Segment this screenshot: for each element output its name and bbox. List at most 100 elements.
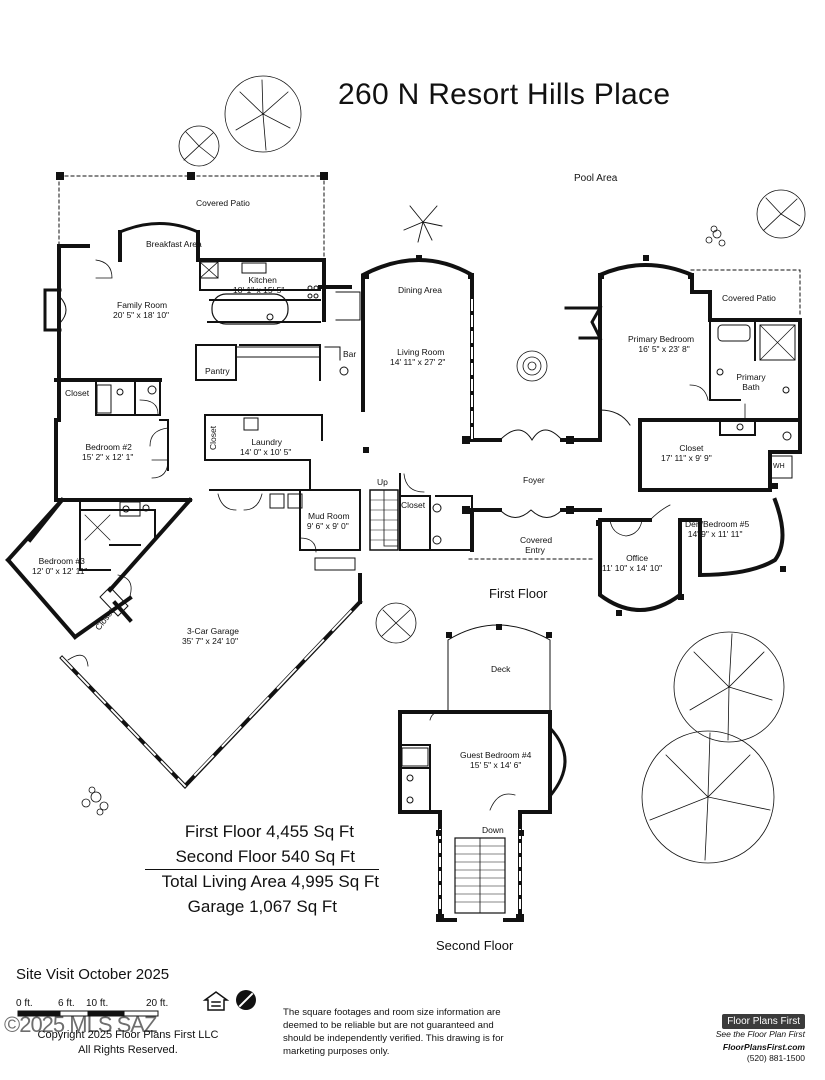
room-label-laundry: Laundry 14' 0" x 10' 5"	[240, 437, 292, 457]
room-label-primary-bath: Primary Bath	[736, 372, 766, 392]
copyright: Copyright 2025 Floor Plans First LLC All…	[8, 1028, 248, 1058]
room-label-guest-bedroom-4: Guest Bedroom #4 15' 5" x 14' 6"	[460, 750, 531, 770]
brand-site: FloorPlansFirst.com	[722, 1042, 805, 1052]
equal-housing-icon	[202, 991, 230, 1011]
room-label-breakfast-area: Breakfast Area	[146, 239, 202, 249]
room-dims: 15' 2" x 12' 1"	[82, 452, 134, 462]
summary-second-floor: Second Floor 540 Sq Ft	[175, 847, 355, 866]
shrub-icon	[81, 786, 109, 816]
room-dims: 35' 7" x 24' 10"	[181, 636, 239, 646]
room-dims: 12' 0" x 12' 11"	[32, 566, 88, 576]
summary-garage: Garage 1,067 Sq Ft	[187, 897, 337, 916]
room-label-kitchen: Kitchen 18' 1" x 15' 5"	[233, 275, 284, 295]
first-floor-label: First Floor	[489, 586, 548, 601]
disclaimer: The square footages and room size inform…	[283, 1007, 504, 1057]
primary-bedroom-bay-wall	[598, 263, 694, 402]
copyright-line: All Rights Reserved.	[78, 1044, 178, 1056]
room-label-garage: 3-Car Garage 35' 7" x 24' 10"	[182, 626, 239, 646]
bedroom-3-wall	[5, 557, 78, 640]
shrub-icon	[705, 225, 726, 247]
room-name: Living Room	[397, 347, 445, 357]
room-label-closet: Closet	[208, 425, 218, 450]
room-label-family-room: Family Room 20' 5" x 18' 10"	[113, 300, 170, 320]
stairs-up-label: Up	[377, 477, 388, 487]
room-label-bedroom-2: Bedroom #2 15' 2" x 12' 1"	[82, 442, 134, 462]
room-dims: 16' 5" x 23' 8"	[638, 344, 690, 354]
room-dims: 14' 11" x 27' 2"	[390, 357, 446, 367]
room-name: Bedroom #2	[85, 442, 132, 452]
room-dims: 14' 9" x 11' 11"	[687, 529, 743, 539]
fountain-icon	[516, 350, 548, 382]
second-floor-label: Second Floor	[436, 938, 514, 953]
room-label-bedroom-3: Bedroom #3 12' 0" x 12' 11"	[32, 556, 87, 576]
stairs-down-label: Down	[482, 825, 504, 835]
room-label-closet: Closet	[65, 388, 90, 398]
scale-bar	[17, 1010, 159, 1017]
room-label-covered-patio: Covered Patio	[196, 198, 250, 208]
water-heater-label: WH	[773, 463, 785, 470]
mls-watermark: ©2025 MLS SAZ	[4, 1012, 157, 1037]
room-label-closet-east: Closet 17' 11" x 9' 9"	[661, 443, 712, 463]
kitchen-island	[211, 293, 289, 325]
accessibility-icon	[236, 990, 256, 1010]
scale-6-label: 6 ft.	[58, 998, 75, 1009]
room-name: Office	[626, 553, 649, 563]
copyright-line: Copyright 2025 Floor Plans First LLC	[37, 1029, 219, 1041]
room-name: Den/Bedroom #5	[685, 519, 750, 529]
room-label-pantry: Pantry	[205, 366, 230, 376]
site-visit-label: Site Visit October 2025	[16, 966, 170, 983]
tree-icon	[641, 730, 775, 864]
guest-bedroom-wall	[398, 710, 552, 814]
tree-icon	[375, 602, 417, 644]
summary-total: Total Living Area 4,995 Sq Ft	[161, 872, 379, 891]
room-label-mud-room: Mud Room 9' 6" x 9' 0"	[306, 511, 350, 531]
room-dims: 9' 6" x 9' 0"	[306, 521, 349, 531]
room-name: Bedroom #3	[38, 556, 85, 566]
room-name: 3-Car Garage	[187, 626, 239, 636]
brand-tagline: See the Floor Plan First	[715, 1029, 805, 1039]
room-name: Mud Room	[308, 511, 350, 521]
room-label-den: Den/Bedroom #5 14' 9" x 11' 11"	[685, 519, 749, 539]
room-name: Guest Bedroom #4	[460, 750, 532, 760]
tree-icon	[756, 189, 806, 239]
scale-0-label: 0 ft.	[16, 998, 33, 1009]
room-name: Primary Bedroom	[628, 334, 695, 344]
room-dims: 11' 10" x 14' 10"	[602, 563, 663, 573]
room-label-bar: Bar	[343, 349, 357, 359]
summary-first-floor: First Floor 4,455 Sq Ft	[184, 822, 354, 841]
fireplace-icon	[564, 306, 603, 340]
room-dims: 18' 1" x 15' 5"	[233, 285, 285, 295]
scale-10-label: 10 ft.	[86, 998, 109, 1009]
room-name: Family Room	[117, 300, 168, 310]
room-label-covered-entry: Covered Entry	[520, 535, 553, 555]
brand-phone: (520) 881-1500	[746, 1053, 805, 1063]
room-label-closet: Closet	[401, 500, 426, 510]
plant-icon	[403, 205, 443, 243]
room-dims: 20' 5" x 18' 10"	[113, 310, 170, 320]
room-label-deck: Deck	[491, 664, 511, 674]
summary-divider	[145, 869, 379, 870]
tree-icon	[224, 75, 302, 153]
room-dims: 14' 0" x 10' 5"	[240, 447, 292, 457]
plan-title: 260 N Resort Hills Place	[338, 78, 671, 111]
room-label-primary-bedroom: Primary Bedroom 16' 5" x 23' 8"	[628, 334, 694, 354]
room-dims: 15' 5" x 14' 6"	[470, 760, 522, 770]
room-label-office: Office 11' 10" x 14' 10"	[602, 553, 662, 573]
room-label-living-room: Living Room 14' 11" x 27' 2"	[390, 347, 445, 367]
room-label-covered-patio-east: Covered Patio	[722, 293, 776, 303]
tree-icon	[178, 125, 220, 167]
pool-area-label: Pool Area	[574, 173, 618, 184]
tree-icon	[673, 631, 785, 743]
brand-logo: Floor Plans First	[722, 1014, 805, 1029]
room-label-foyer: Foyer	[523, 475, 545, 485]
room-dims: 17' 11" x 9' 9"	[661, 453, 712, 463]
room-name: Closet	[679, 443, 704, 453]
room-label-dining-area: Dining Area	[398, 285, 442, 295]
room-name: Kitchen	[248, 275, 277, 285]
scale-20-label: 20 ft.	[146, 998, 169, 1009]
room-name: Laundry	[251, 437, 283, 447]
brand-block: Floor Plans First See the Floor Plan Fir…	[716, 1014, 805, 1064]
fireplace-icon	[43, 288, 62, 332]
column-markers	[56, 172, 786, 922]
